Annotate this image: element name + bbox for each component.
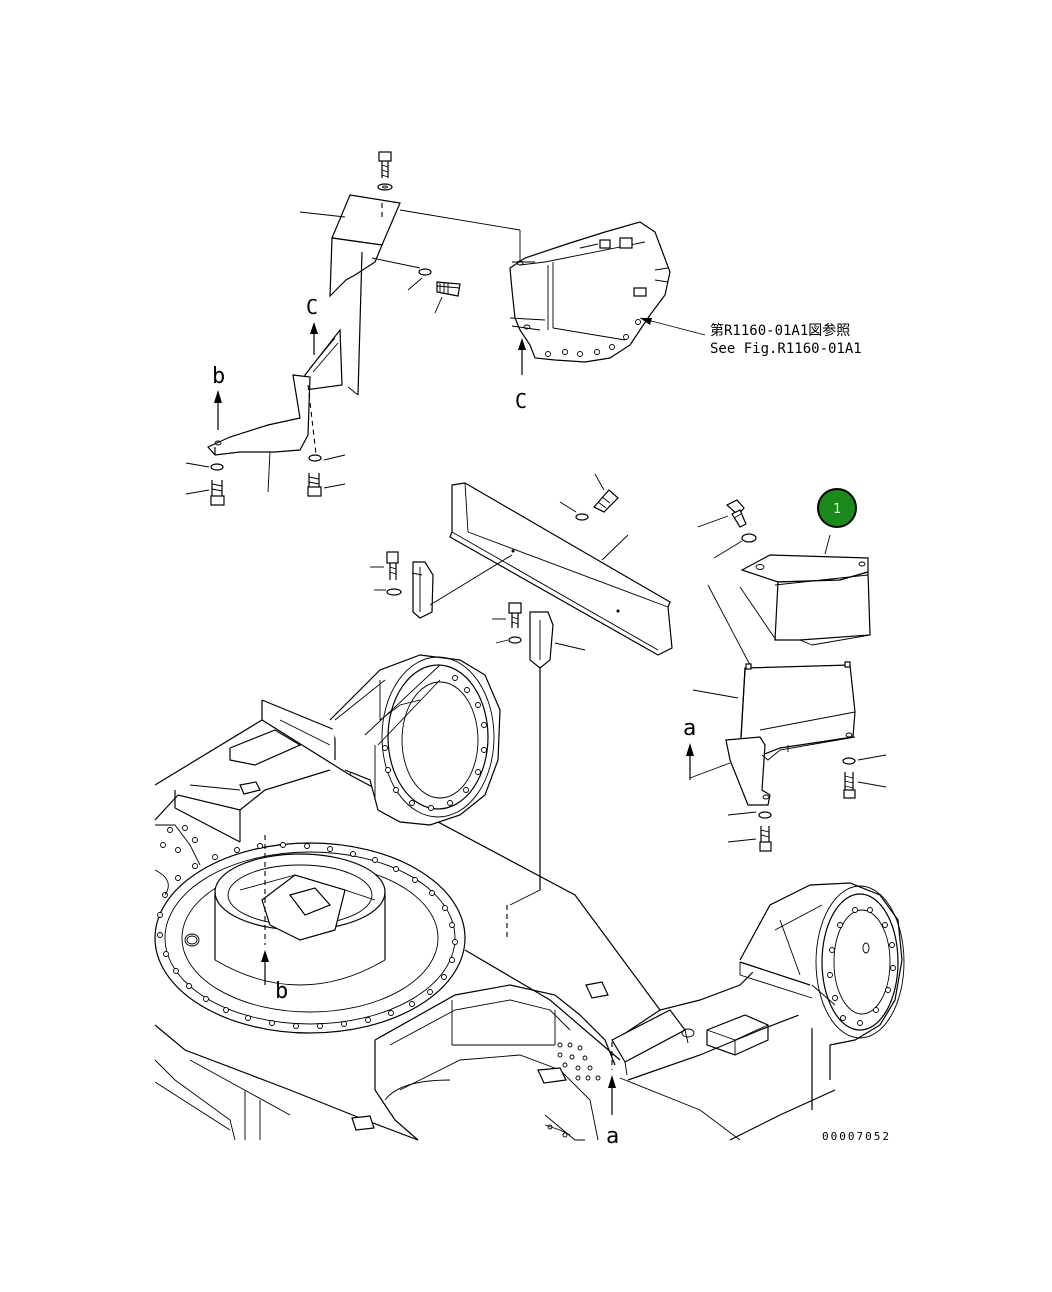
bolt-cover-right [842,754,887,799]
swing-circle [154,824,466,1034]
cross-beam-assembly [370,473,673,940]
view-arrow-a-lower: a [606,1042,619,1149]
lower-bracket [207,328,359,493]
view-arrow-b-upper: b [212,364,225,430]
reference-text-jp: 第R1160-01A1図参照 [710,322,850,339]
view-arrow-a-upper: a [683,716,696,780]
clip-right [492,602,586,940]
view-arrow-c-lower: C [515,338,527,413]
cover-part-2 [689,661,856,806]
upper-cover-plate [299,194,521,396]
cover-assembly-right: 1 a [683,488,887,852]
revolving-frame: b [154,654,905,1149]
view-label-b-upper: b [212,364,225,389]
view-label-a-upper: a [683,716,696,741]
callout-number: 1 [833,502,841,517]
view-label-c-lower: C [515,389,527,413]
cover-part-1 [707,534,871,666]
left-circle-housing [329,654,501,826]
bolt-lower-right [307,454,346,497]
bolt-cover-lower [727,811,772,852]
swing-circle-bolt-holes [157,842,458,1029]
bolt-lower-left [185,462,225,506]
reference-housing: 第R1160-01A1図参照 See Fig.R1160-01A1 C [509,221,862,413]
view-arrow-c-upper: C [306,295,318,355]
upper-bracket-assembly: C b [185,151,521,506]
bolt-cover-top [697,499,757,559]
drawing-number: 00007052 [822,1130,891,1143]
right-circle-housing [739,882,905,1046]
bolt-top [377,151,393,191]
callout-1[interactable]: 1 [817,488,857,528]
view-label-b-lower: b [275,979,288,1004]
view-label-c-upper: C [306,295,318,319]
view-arrow-b-lower: b [261,835,288,1004]
reference-text-en: See Fig.R1160-01A1 [710,341,862,357]
bolt-middle [371,257,461,314]
view-label-a-lower: a [606,1124,619,1149]
clip-left [370,551,513,619]
bolt-beam [559,473,619,521]
